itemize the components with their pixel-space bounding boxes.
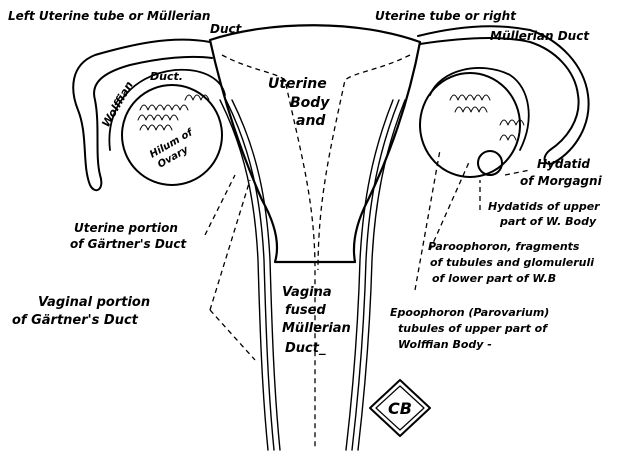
label-paroophoron-1: Paroophoron, fragments bbox=[428, 240, 580, 253]
uterine-body-outline bbox=[210, 25, 420, 262]
right-gartner-duct bbox=[346, 100, 405, 450]
right-uterine-tube bbox=[418, 26, 589, 164]
label-right-uterine-tube-2: Müllerian Duct bbox=[490, 29, 590, 43]
mullerian-canal-dashed-right bbox=[318, 55, 410, 270]
label-epoophoron-2: tubules of upper part of bbox=[398, 322, 548, 335]
label-uterine-gartner-2: of Gärtner's Duct bbox=[70, 237, 187, 251]
label-hydatid-1: Hydatid bbox=[537, 157, 590, 171]
monogram-text: CB bbox=[388, 399, 412, 418]
label-vaginal-gartner-2: of Gärtner's Duct bbox=[12, 313, 139, 328]
label-uterine-body-1: Uterine bbox=[268, 76, 327, 92]
left-gartner-duct bbox=[220, 100, 280, 450]
label-uterine-body-2: Body bbox=[290, 95, 330, 111]
label-vagina-3: Müllerian bbox=[282, 321, 351, 336]
label-hydatid-2: of Morgagni bbox=[520, 174, 603, 188]
left-epoophoron-tubules bbox=[138, 95, 209, 130]
label-uterine-gartner-1: Uterine portion bbox=[74, 221, 178, 235]
label-left-uterine-tube-1: Left Uterine tube or Müllerian bbox=[8, 9, 210, 23]
left-ovary bbox=[122, 85, 222, 185]
label-hydatids-upper-2: part of W. Body bbox=[499, 215, 597, 228]
label-hydatids-upper-1: Hydatids of upper bbox=[488, 200, 600, 213]
label-right-uterine-tube-1: Uterine tube or right bbox=[375, 9, 517, 23]
right-ovary bbox=[420, 73, 520, 177]
label-wolffian-duct-2: Duct. bbox=[150, 70, 183, 83]
label-uterine-body-3: and bbox=[296, 113, 326, 129]
label-vaginal-gartner-1: Vaginal portion bbox=[38, 295, 150, 310]
label-paroophoron-2: of tubules and glomuleruli bbox=[430, 256, 594, 269]
label-vagina-1: Vagina bbox=[282, 285, 332, 300]
label-epoophoron-1: Epoophoron (Parovarium) bbox=[390, 306, 549, 319]
label-left-uterine-tube-2: Duct bbox=[210, 22, 243, 36]
monogram-cb: CB bbox=[370, 380, 430, 436]
label-wolffian-duct-1: Wolffian bbox=[99, 79, 136, 129]
label-epoophoron-3: Wolffian Body - bbox=[398, 338, 492, 351]
label-paroophoron-3: of lower part of W.B bbox=[432, 272, 556, 285]
label-vagina-4: Duct_ bbox=[285, 341, 326, 356]
label-vagina-2: fused bbox=[285, 303, 326, 318]
right-epoophoron-tubules bbox=[450, 95, 524, 140]
hydatid-of-morgagni bbox=[478, 151, 502, 175]
